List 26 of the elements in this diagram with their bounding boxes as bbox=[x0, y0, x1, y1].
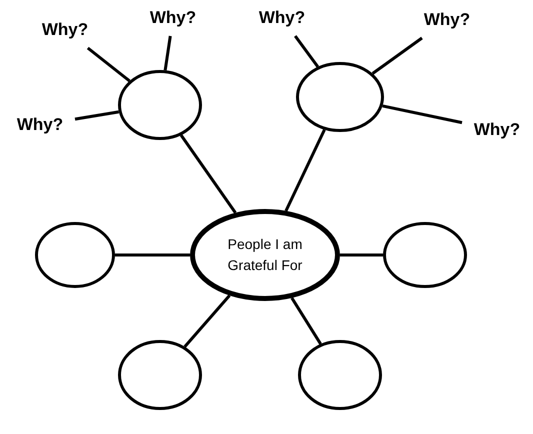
ellipse-node bbox=[383, 222, 467, 288]
connector-line bbox=[294, 35, 320, 68]
ellipse-node bbox=[296, 62, 384, 132]
connector-line bbox=[290, 297, 322, 345]
connector-line bbox=[340, 254, 383, 256]
question-label: Why? bbox=[466, 118, 528, 142]
connector-line bbox=[184, 294, 231, 348]
connector-line bbox=[284, 129, 326, 212]
question-label: Why? bbox=[9, 113, 71, 137]
node-label: People I am Grateful For bbox=[226, 235, 304, 275]
connector-line bbox=[115, 254, 190, 256]
question-label: Why? bbox=[142, 6, 204, 30]
ellipse-node bbox=[35, 222, 115, 288]
question-label: Why? bbox=[34, 18, 96, 42]
connector-line bbox=[164, 36, 172, 70]
ellipse-node bbox=[118, 70, 202, 140]
connector-line bbox=[180, 134, 237, 214]
question-label: Why? bbox=[416, 8, 478, 32]
question-label: Why? bbox=[251, 6, 313, 30]
ellipse-node bbox=[190, 209, 340, 301]
connector-line bbox=[382, 104, 462, 124]
ellipse-node bbox=[118, 340, 202, 410]
ellipse-node bbox=[298, 340, 382, 410]
connector-line bbox=[86, 46, 130, 82]
connector-line bbox=[372, 36, 423, 75]
connector-line bbox=[74, 110, 120, 121]
